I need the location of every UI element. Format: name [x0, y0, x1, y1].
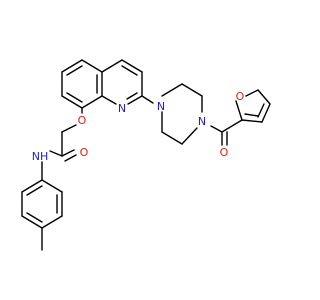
bond — [221, 119, 243, 133]
bond — [61, 149, 75, 157]
molecule-diagram: N N N O O O O NH — [21, 59, 271, 251]
bond — [21, 179, 43, 193]
bond — [101, 59, 123, 73]
amide-oxygen-label: O — [80, 146, 89, 159]
bond — [61, 124, 77, 133]
bond — [126, 92, 138, 100]
bond — [261, 103, 271, 123]
piperazine-nitrogen-top-label: N — [157, 100, 165, 113]
bond — [181, 83, 203, 97]
bond — [161, 83, 183, 97]
bond — [121, 59, 143, 73]
bond — [161, 131, 183, 145]
bond — [245, 89, 259, 97]
bond — [21, 215, 43, 229]
bond — [66, 92, 83, 103]
bond — [210, 125, 223, 133]
furan-oxygen-label: O — [236, 90, 245, 103]
bond — [61, 95, 83, 109]
ether-oxygen-label: O — [78, 114, 87, 127]
bond — [66, 65, 83, 76]
bond — [101, 95, 117, 105]
piperazine-nitrogen-bottom-label: N — [198, 115, 206, 128]
bond — [181, 127, 198, 145]
bond — [127, 95, 143, 105]
bond-layer — [21, 59, 271, 251]
bond — [235, 100, 243, 121]
bond — [41, 179, 63, 193]
bond — [257, 103, 265, 118]
bond — [81, 59, 103, 73]
bond — [241, 119, 263, 123]
amide-nh-label: NH — [32, 150, 49, 163]
bond — [49, 150, 63, 157]
bond — [26, 185, 43, 196]
bond — [26, 212, 43, 223]
bond — [244, 113, 259, 117]
bond — [61, 59, 83, 73]
bond — [141, 95, 154, 104]
bond — [81, 95, 103, 109]
quinoline-nitrogen-label: N — [118, 102, 126, 115]
ketone-oxygen-label: O — [220, 146, 229, 159]
atom-label-layer: N N N O O O O NH — [32, 90, 245, 163]
bond — [257, 89, 271, 105]
bond — [121, 65, 138, 76]
bond — [41, 215, 63, 229]
bond — [64, 154, 77, 162]
